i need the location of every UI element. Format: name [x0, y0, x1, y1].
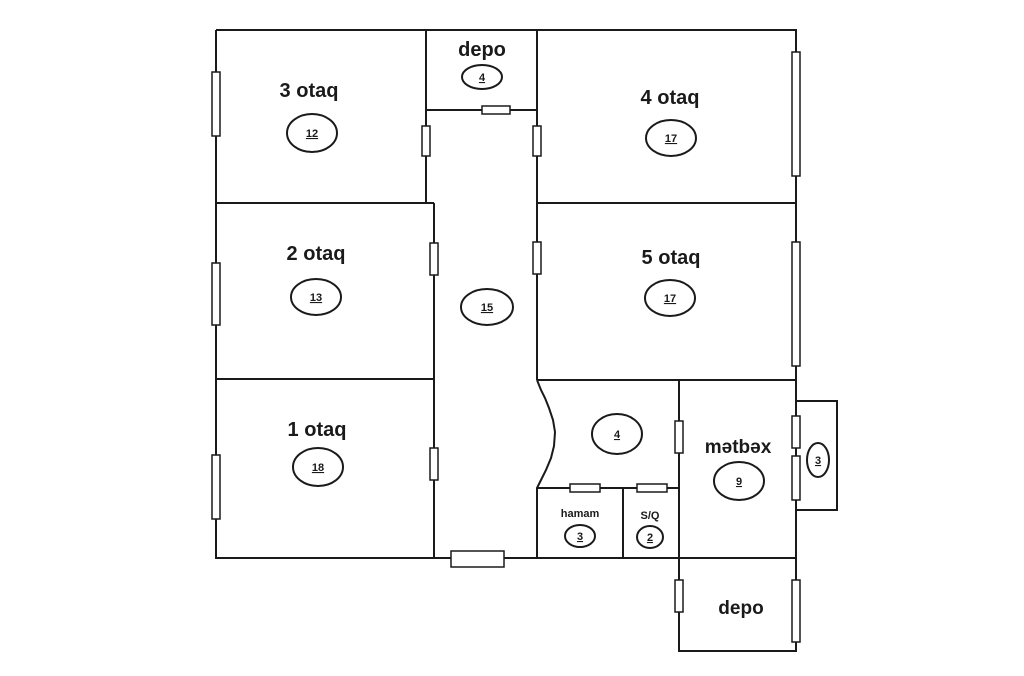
- room-label: hamam: [561, 508, 600, 520]
- hall: 4: [591, 413, 643, 455]
- storage-top: depo 4: [458, 39, 506, 90]
- room-1: 1 otaq 18: [288, 419, 347, 487]
- door: [636, 483, 668, 493]
- door: [429, 242, 439, 276]
- area-badge: [564, 524, 596, 548]
- room-5: 5 otaq 17: [642, 247, 701, 317]
- door: [481, 105, 511, 115]
- area-badge: [806, 442, 830, 478]
- room-label: 1 otaq: [288, 419, 347, 441]
- room-label: 2 otaq: [287, 243, 346, 265]
- area-value: 2: [647, 532, 653, 544]
- room-label: mətbəx: [705, 437, 772, 458]
- room-3: 3 otaq 12: [280, 80, 339, 153]
- room-label: 4 otaq: [641, 87, 700, 109]
- room-label: 3 otaq: [280, 80, 339, 102]
- area-value: 17: [665, 133, 677, 145]
- room-4: 4 otaq 17: [641, 87, 700, 157]
- door: [674, 579, 684, 613]
- door: [429, 447, 439, 481]
- area-badge: [644, 279, 696, 317]
- door: [532, 125, 542, 157]
- area-value: 4: [614, 429, 621, 441]
- door: [532, 241, 542, 275]
- area-value: 18: [312, 462, 324, 474]
- balcony: 3: [806, 442, 830, 478]
- area-value: 15: [481, 302, 493, 314]
- kitchen: mətbəx 9: [705, 437, 772, 501]
- area-badge: [591, 413, 643, 455]
- area-value: 17: [664, 293, 676, 305]
- area-value: 9: [736, 476, 742, 488]
- area-value: 13: [310, 292, 322, 304]
- corridor: 15: [460, 288, 514, 326]
- area-badge: [461, 64, 503, 90]
- area-badge: [645, 119, 697, 157]
- window: [791, 51, 801, 177]
- window: [211, 454, 221, 520]
- wc: S/Q 2: [636, 510, 664, 549]
- area-badge: [460, 288, 514, 326]
- door: [569, 483, 601, 493]
- area-value: 4: [479, 72, 486, 84]
- window: [791, 579, 801, 643]
- area-badge: [713, 461, 765, 501]
- door: [674, 420, 684, 454]
- room-label: depo: [718, 598, 763, 619]
- area-badge: [636, 525, 664, 549]
- storage-bottom: depo: [718, 598, 763, 619]
- area-value: 3: [815, 455, 821, 467]
- entrance-door: [450, 550, 505, 568]
- area-badge: [292, 447, 344, 487]
- door: [791, 415, 801, 449]
- bathroom: hamam 3: [561, 508, 600, 548]
- door: [421, 125, 431, 157]
- door: [791, 455, 801, 501]
- openings: [211, 51, 801, 643]
- area-value: 12: [306, 128, 318, 140]
- room-label: S/Q: [641, 510, 660, 522]
- window: [791, 241, 801, 367]
- room-2: 2 otaq 13: [287, 243, 346, 316]
- window: [211, 71, 221, 137]
- area-value: 3: [577, 531, 583, 543]
- room-label: depo: [458, 39, 506, 61]
- window: [211, 262, 221, 326]
- room-label: 5 otaq: [642, 247, 701, 269]
- area-badge: [286, 113, 338, 153]
- area-badge: [290, 278, 342, 316]
